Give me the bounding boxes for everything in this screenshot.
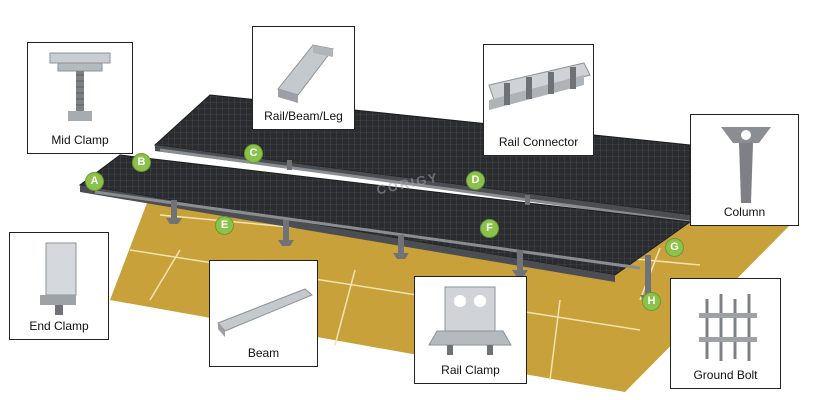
mid-clamp-label: Mid Clamp (51, 133, 109, 147)
mid-clamp-icon (49, 52, 111, 121)
column-icon (721, 127, 771, 203)
marker-e: E (216, 217, 233, 234)
ground-bolt-icon (699, 294, 757, 361)
beam-label: Beam (247, 346, 280, 360)
callout-rail-connector: Rail Connector (483, 44, 594, 156)
callout-ground-bolt: Ground Bolt (670, 278, 781, 389)
marker-c: C (245, 145, 262, 162)
rail-profile-icon (277, 44, 334, 103)
callout-mid-clamp: Mid Clamp (27, 42, 133, 154)
callout-beam: Beam (209, 260, 318, 367)
rail-connector-icon (488, 62, 591, 110)
rail-beam-leg-label: Rail/Beam/Leg (264, 109, 343, 123)
marker-g: G (666, 239, 683, 256)
marker-f: F (481, 220, 498, 237)
rail-clamp-icon (428, 286, 512, 355)
callout-rail-beam-leg: Rail/Beam/Leg (252, 26, 355, 130)
marker-h: H (643, 293, 660, 310)
ground-bolt-label: Ground Bolt (693, 368, 758, 382)
column-label: Column (723, 205, 766, 219)
beam-icon (217, 288, 313, 337)
rail-connector-label: Rail Connector (498, 135, 579, 149)
end-clamp-icon (40, 242, 77, 315)
callout-end-clamp: End Clamp (9, 232, 109, 340)
marker-d: D (467, 172, 484, 189)
rail-clamp-label: Rail Clamp (441, 363, 500, 377)
marker-a: A (86, 173, 103, 190)
callout-column: Column (690, 114, 799, 226)
end-clamp-label: End Clamp (29, 319, 89, 333)
marker-b: B (133, 154, 150, 171)
callout-rail-clamp: Rail Clamp (414, 276, 527, 384)
